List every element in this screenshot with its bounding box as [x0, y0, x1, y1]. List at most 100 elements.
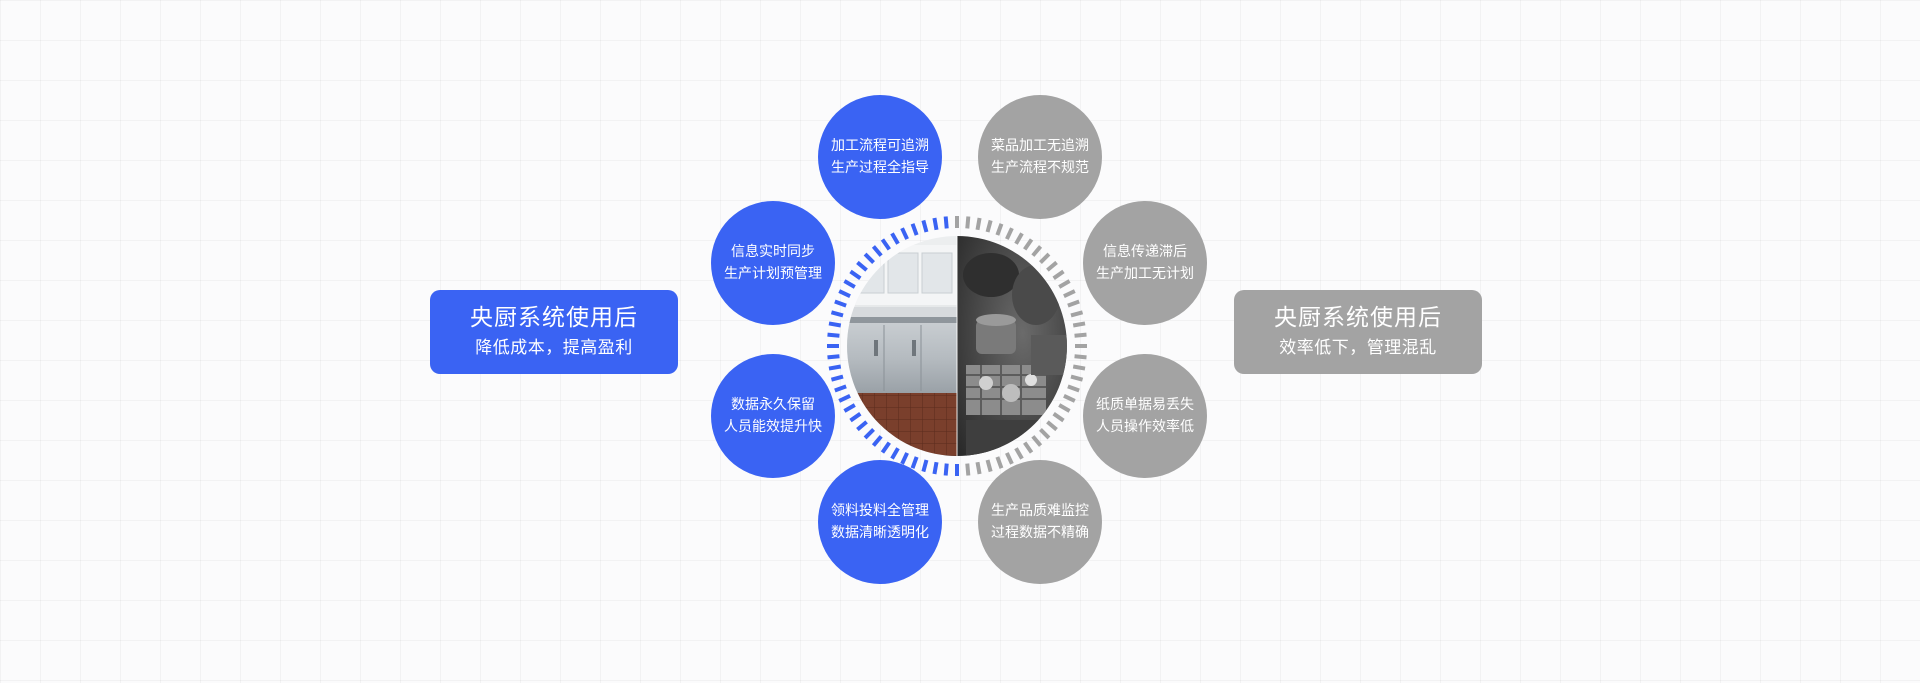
ring-tick — [828, 321, 842, 328]
ring-tick — [965, 463, 971, 476]
ring-tick — [849, 412, 862, 423]
ring-tick — [1039, 252, 1051, 264]
problem-line1: 纸质单据易丢失 — [1096, 397, 1194, 413]
ring-tick — [834, 384, 847, 393]
before-card-title: 央厨系统使用后 — [1274, 305, 1442, 331]
benefit-bubble-material-management: 领料投料全管理 数据清晰透明化 — [818, 460, 942, 584]
ring-tick — [921, 219, 929, 233]
problem-line2: 人员操作效率低 — [1096, 419, 1194, 435]
ring-tick — [1058, 279, 1071, 289]
benefit-line2: 生产计划预管理 — [724, 266, 822, 282]
ring-tick — [1072, 321, 1086, 328]
ring-tick — [838, 394, 851, 403]
ring-tick — [856, 420, 868, 432]
problem-line2: 生产流程不规范 — [991, 160, 1089, 176]
ring-tick — [830, 374, 844, 382]
ring-tick — [871, 245, 883, 257]
ring-tick — [1014, 232, 1024, 245]
benefit-bubble-realtime-sync: 信息实时同步 生产计划预管理 — [711, 201, 835, 325]
ring-tick — [828, 364, 842, 371]
problem-line1: 菜品加工无追溯 — [991, 138, 1089, 154]
ring-tick — [1023, 441, 1034, 454]
benefit-line2: 人员能效提升快 — [724, 419, 822, 435]
ring-tick — [1046, 420, 1058, 432]
ring-tick — [900, 227, 909, 240]
ring-tick — [910, 223, 919, 236]
ring-tick — [843, 279, 856, 289]
ring-tick — [1039, 428, 1051, 440]
after-card-title: 央厨系统使用后 — [470, 305, 638, 331]
benefit-bubble-traceable: 加工流程可追溯 生产过程全指导 — [818, 95, 942, 219]
problem-line2: 过程数据不精确 — [991, 525, 1089, 541]
ring-tick — [995, 223, 1004, 236]
ring-tick — [900, 452, 909, 465]
ring-tick — [932, 461, 939, 475]
benefit-line1: 加工流程可追溯 — [831, 138, 929, 154]
ring-tick — [830, 310, 844, 318]
after-summary-card: 央厨系统使用后 降低成本，提高盈利 — [430, 290, 678, 374]
benefit-line2: 数据清晰透明化 — [831, 525, 929, 541]
after-card-subtitle: 降低成本，提高盈利 — [475, 338, 633, 358]
ring-tick — [1052, 269, 1065, 280]
ring-tick — [871, 435, 883, 447]
ring-tick — [975, 217, 982, 231]
ring-tick — [856, 260, 868, 272]
ring-tick — [1070, 374, 1084, 382]
ring-tick — [880, 238, 891, 251]
ring-tick — [827, 332, 840, 338]
problem-bubble-paper-loss: 纸质单据易丢失 人员操作效率低 — [1083, 354, 1207, 478]
ring-tick — [943, 216, 949, 229]
benefit-bubble-data-retention: 数据永久保留 人员能效提升快 — [711, 354, 835, 478]
ring-tick — [1014, 447, 1024, 460]
ring-tick — [849, 269, 862, 280]
ring-tick — [843, 403, 856, 413]
ring-tick — [1023, 238, 1034, 251]
ring-tick — [985, 459, 993, 473]
benefit-line1: 领料投料全管理 — [831, 503, 929, 519]
ring-tick — [880, 441, 891, 454]
ring-tick — [1005, 452, 1014, 465]
problem-bubble-info-lag: 信息传递滞后 生产加工无计划 — [1083, 201, 1207, 325]
ring-tick — [1067, 384, 1080, 393]
before-summary-card: 央厨系统使用后 效率低下，管理混乱 — [1234, 290, 1482, 374]
benefit-line2: 生产过程全指导 — [831, 160, 929, 176]
problem-bubble-no-traceability: 菜品加工无追溯 生产流程不规范 — [978, 95, 1102, 219]
benefit-line1: 数据永久保留 — [731, 397, 815, 413]
ring-tick — [827, 354, 840, 360]
ring-tick — [975, 461, 982, 475]
ring-tick — [932, 217, 939, 231]
problem-line1: 信息传递滞后 — [1103, 244, 1187, 260]
ring-tick — [1070, 310, 1084, 318]
ring-tick — [1031, 435, 1043, 447]
ring-tick — [890, 447, 900, 460]
dashed-ring — [827, 216, 1087, 476]
old-kitchen-photo — [957, 236, 1067, 456]
ring-tick — [1063, 289, 1076, 298]
problem-line2: 生产加工无计划 — [1096, 266, 1194, 282]
ring-tick — [838, 289, 851, 298]
ring-tick — [965, 216, 971, 229]
ring-tick — [921, 459, 929, 473]
ring-tick — [863, 252, 875, 264]
before-card-subtitle: 效率低下，管理混乱 — [1279, 338, 1437, 358]
problem-bubble-quality-monitoring: 生产品质难监控 过程数据不精确 — [978, 460, 1102, 584]
ring-tick — [1074, 332, 1087, 338]
ring-tick — [1052, 412, 1065, 423]
ring-tick — [1046, 260, 1058, 272]
ring-tick — [1005, 227, 1014, 240]
ring-tick — [1063, 394, 1076, 403]
ring-tick — [1074, 354, 1087, 360]
ring-tick — [834, 299, 847, 308]
ring-tick — [890, 232, 900, 245]
ring-tick — [1067, 299, 1080, 308]
ring-tick — [995, 456, 1004, 469]
benefit-line1: 信息实时同步 — [731, 244, 815, 260]
ring-tick — [910, 456, 919, 469]
kitchen-comparison-hub — [827, 216, 1087, 476]
ring-tick — [1031, 245, 1043, 257]
ring-tick — [1072, 364, 1086, 371]
ring-tick — [1058, 403, 1071, 413]
problem-line1: 生产品质难监控 — [991, 503, 1089, 519]
ring-tick — [863, 428, 875, 440]
